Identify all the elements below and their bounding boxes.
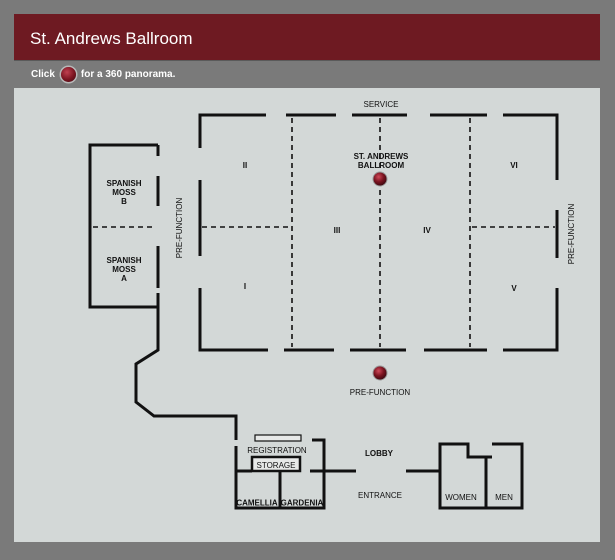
label-prefunction-left: PRE-FUNCTION <box>175 198 184 259</box>
label-women: WOMEN <box>445 493 477 502</box>
label-entrance: ENTRANCE <box>358 491 402 500</box>
hint-suffix: for a 360 panorama. <box>80 68 176 80</box>
label-section-vi: VI <box>510 161 518 170</box>
label-spanish-moss-a-3: A <box>121 274 127 283</box>
label-section-i: I <box>244 282 246 291</box>
label-lobby: LOBBY <box>365 449 394 458</box>
label-spanish-moss-a-2: MOSS <box>112 265 136 274</box>
label-registration: REGISTRATION <box>247 446 307 455</box>
ballroom-panorama-hotspot[interactable] <box>372 171 388 187</box>
label-camellia: CAMELLIA <box>236 499 278 508</box>
restroom-walls <box>406 442 524 510</box>
storage-room <box>250 455 302 473</box>
panorama-dot-icon <box>60 66 76 82</box>
ballroom-dividers <box>202 118 555 347</box>
prefunction-panorama-hotspot[interactable] <box>372 365 388 381</box>
floor-plan-map: SERVICE ST. ANDREWS BALLROOM II I III IV… <box>88 100 576 510</box>
lower-room-walls <box>234 438 356 510</box>
label-storage: STORAGE <box>257 461 296 470</box>
label-ballroom-line2: BALLROOM <box>358 161 405 170</box>
label-spanish-moss-b-2: MOSS <box>112 188 136 197</box>
spanish-moss-walls <box>88 143 238 440</box>
label-spanish-moss-b-3: B <box>121 197 127 206</box>
label-section-v: V <box>511 284 517 293</box>
ballroom-walls <box>198 113 559 352</box>
hint-prefix: Click <box>31 68 55 80</box>
page-title: St. Andrews Ballroom <box>30 29 193 48</box>
registration-desk <box>254 434 302 442</box>
label-service: SERVICE <box>364 100 399 109</box>
floor-plan-panel: SERVICE ST. ANDREWS BALLROOM II I III IV… <box>14 88 600 542</box>
label-spanish-moss-b-1: SPANISH <box>107 179 142 188</box>
label-men: MEN <box>495 493 513 502</box>
panorama-hint: Click for a 360 panorama. <box>31 66 175 82</box>
label-section-ii: II <box>243 161 247 170</box>
label-section-iv: IV <box>423 226 431 235</box>
label-spanish-moss-a-1: SPANISH <box>107 256 142 265</box>
label-gardenia: GARDENIA <box>281 499 324 508</box>
label-ballroom-line1: ST. ANDREWS <box>354 152 409 161</box>
label-prefunction-bottom: PRE-FUNCTION <box>350 388 411 397</box>
label-section-iii: III <box>334 226 341 235</box>
label-prefunction-right: PRE-FUNCTION <box>567 204 576 265</box>
page-header: St. Andrews Ballroom <box>14 14 600 60</box>
